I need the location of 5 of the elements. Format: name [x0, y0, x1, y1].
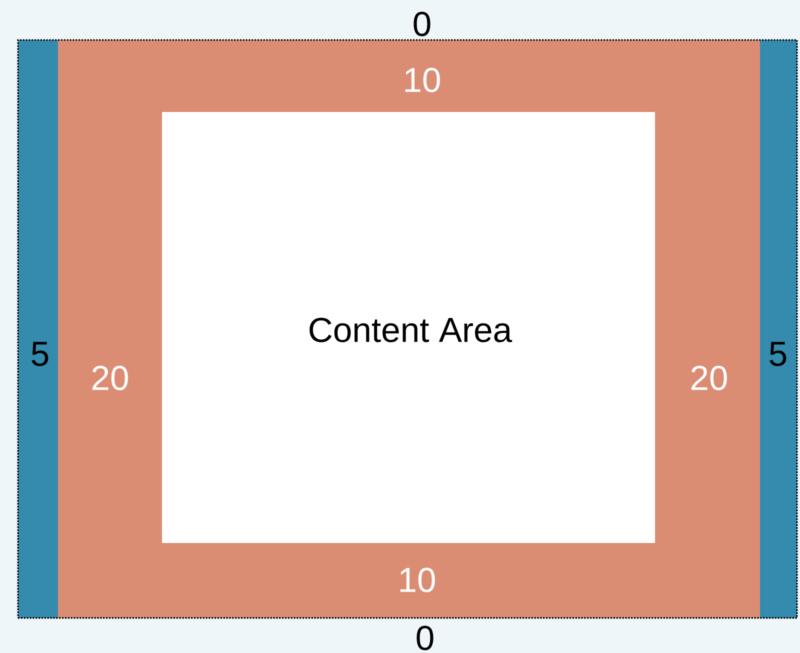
border-bar: 5: [18, 40, 58, 618]
node-label: 0: [414, 12, 430, 36]
content-box: Content Area: [162, 112, 655, 543]
border-bar: 5: [760, 40, 797, 618]
node-label: 0: [416, 626, 434, 650]
